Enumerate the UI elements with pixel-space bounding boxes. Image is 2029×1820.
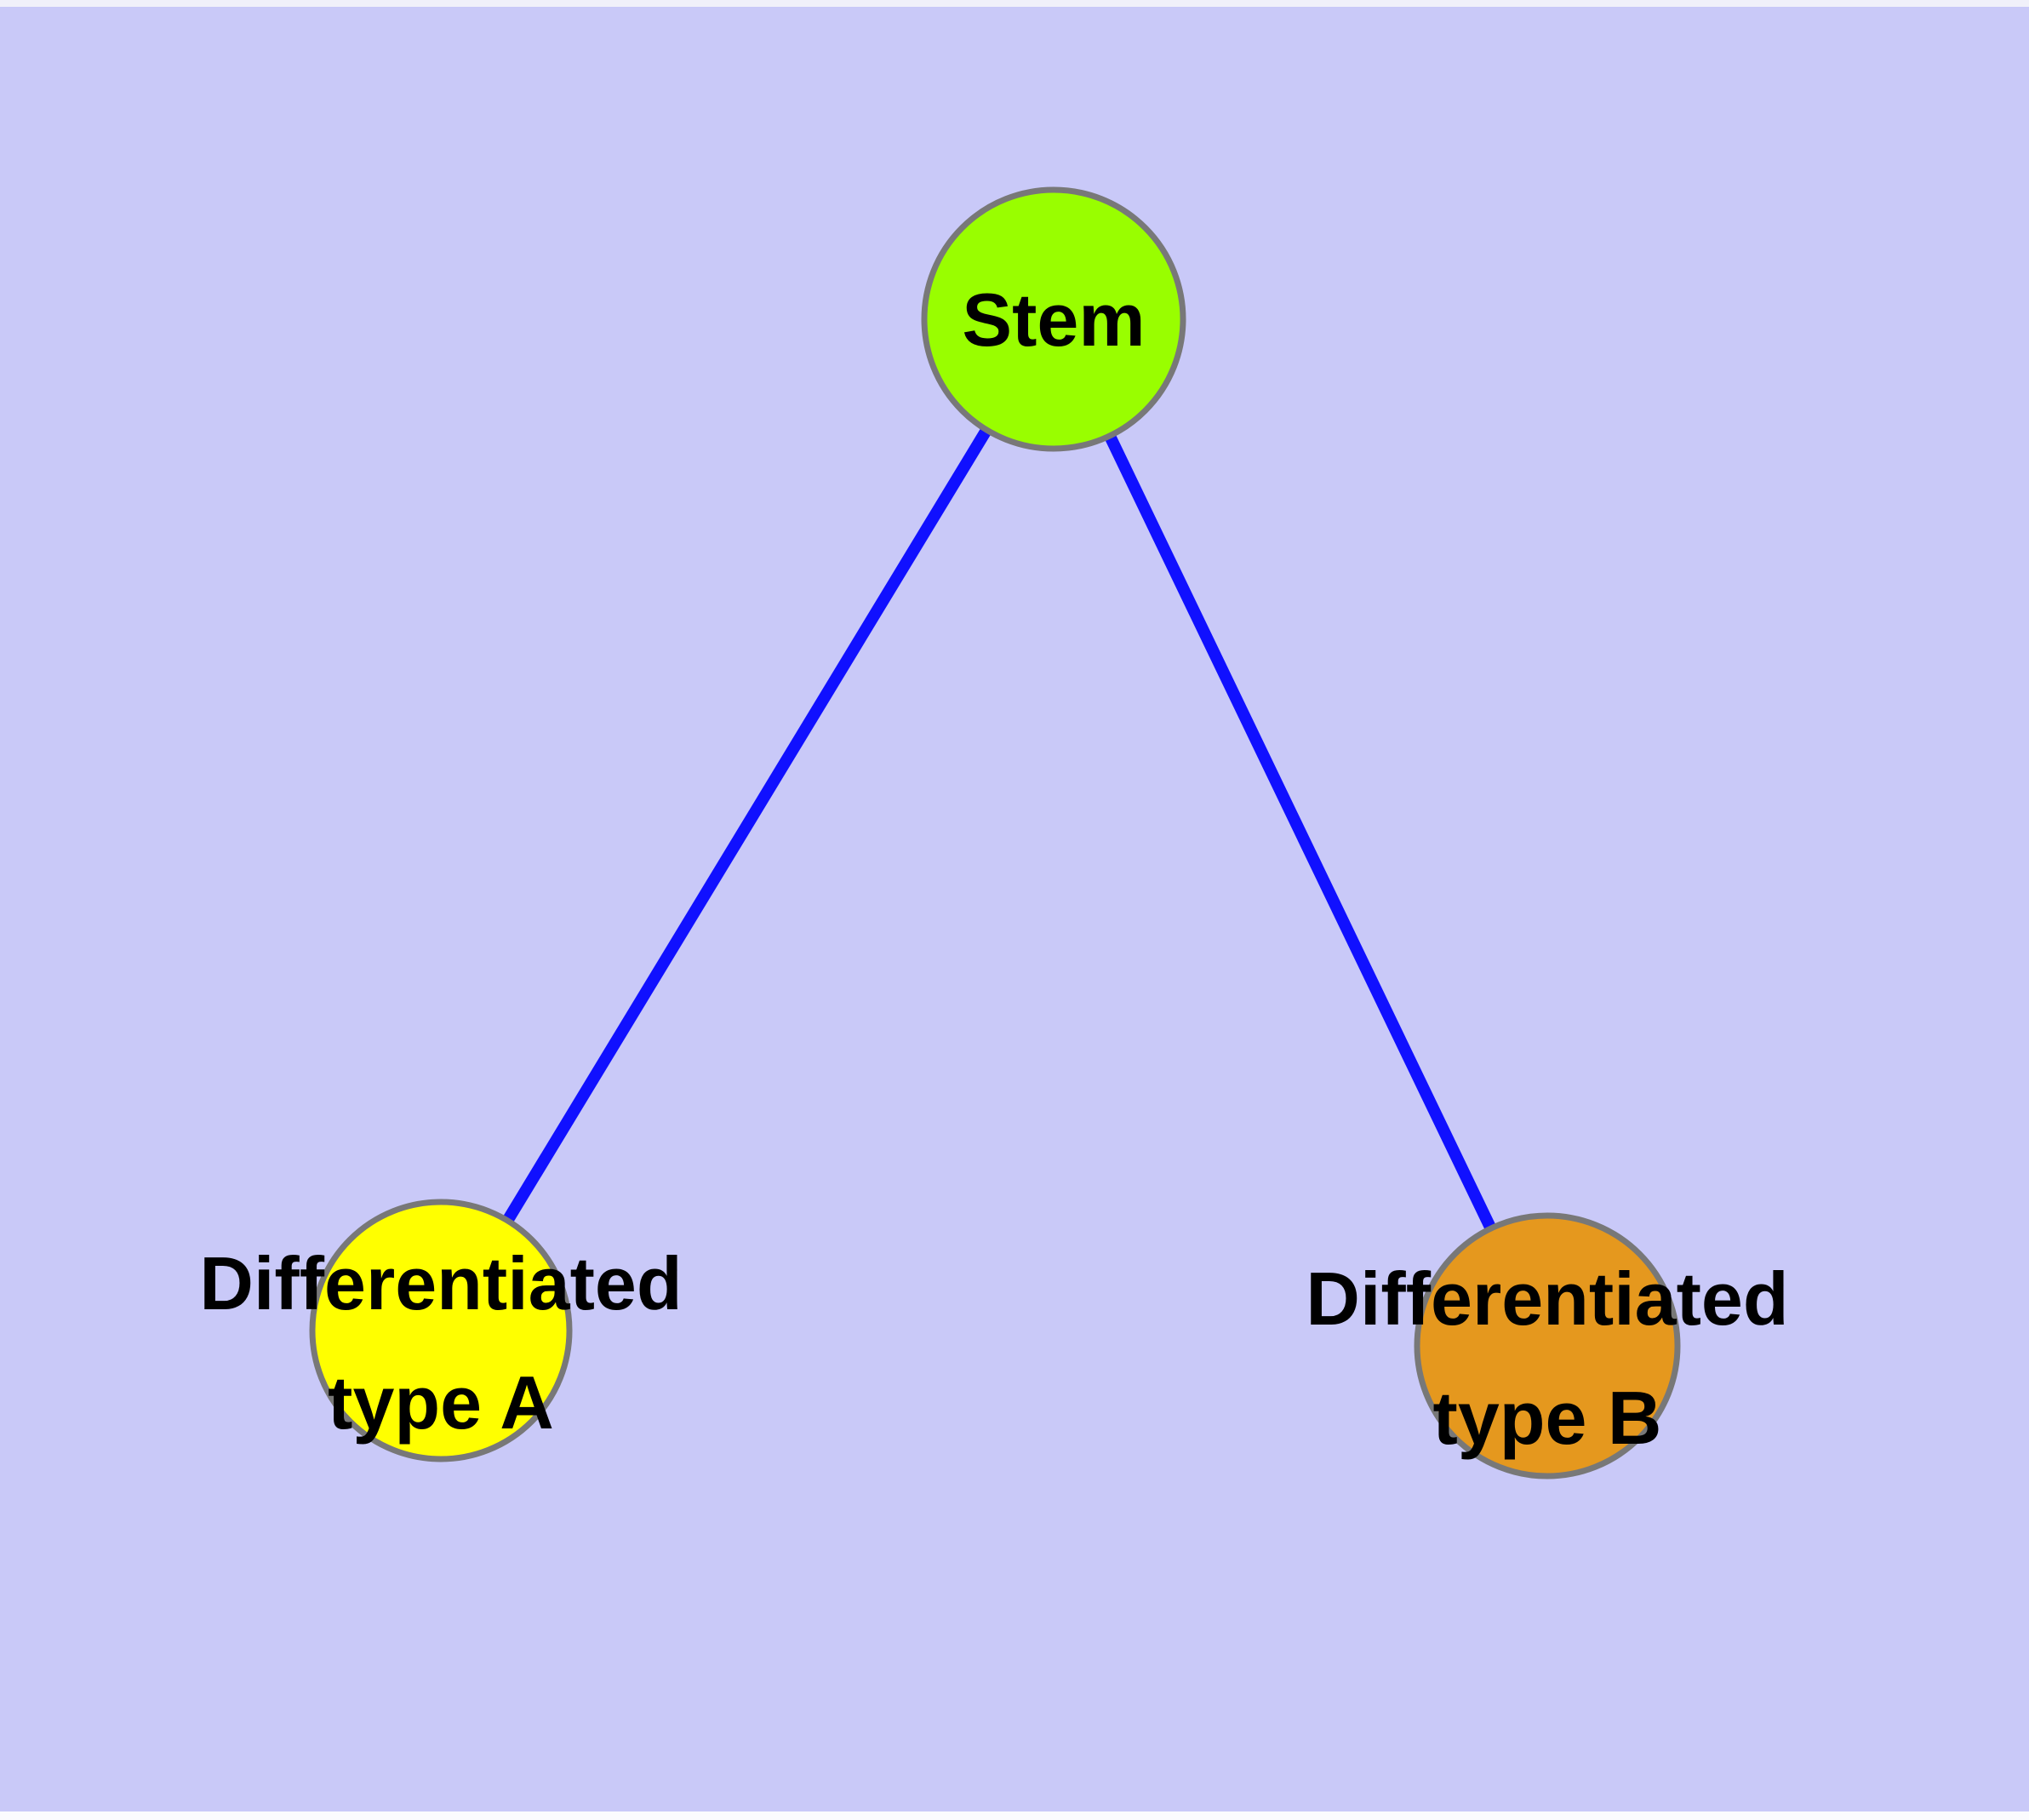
node-label-differentiated-type-a: Differentiated type A (199, 1241, 682, 1445)
node-circle-differentiated-type-b[interactable] (1414, 1212, 1681, 1479)
edge-stem-to-differentiated-type-a[interactable] (436, 316, 1059, 1334)
node-differentiated-type-b[interactable]: Differentiated type B (1306, 1212, 1789, 1479)
node-label-line: type A (328, 1360, 554, 1445)
canvas-border-bottom (0, 1811, 2029, 1820)
node-label-line: Stem (962, 278, 1145, 362)
node-label-line: Differentiated (199, 1241, 682, 1325)
canvas-border-top (0, 0, 2029, 7)
node-stem[interactable]: Stem (921, 186, 1186, 452)
node-circle-stem[interactable] (921, 186, 1186, 452)
node-label-stem: Stem (962, 278, 1145, 362)
node-circle-differentiated-type-a[interactable] (309, 1199, 573, 1462)
node-label-line: type B (1433, 1376, 1662, 1460)
node-label-line: Differentiated (1306, 1256, 1788, 1341)
node-label-differentiated-type-b: Differentiated type B (1306, 1256, 1788, 1460)
edge-stem-to-differentiated-type-b[interactable] (1048, 316, 1553, 1349)
node-differentiated-type-a[interactable]: Differentiated type A (199, 1199, 683, 1462)
